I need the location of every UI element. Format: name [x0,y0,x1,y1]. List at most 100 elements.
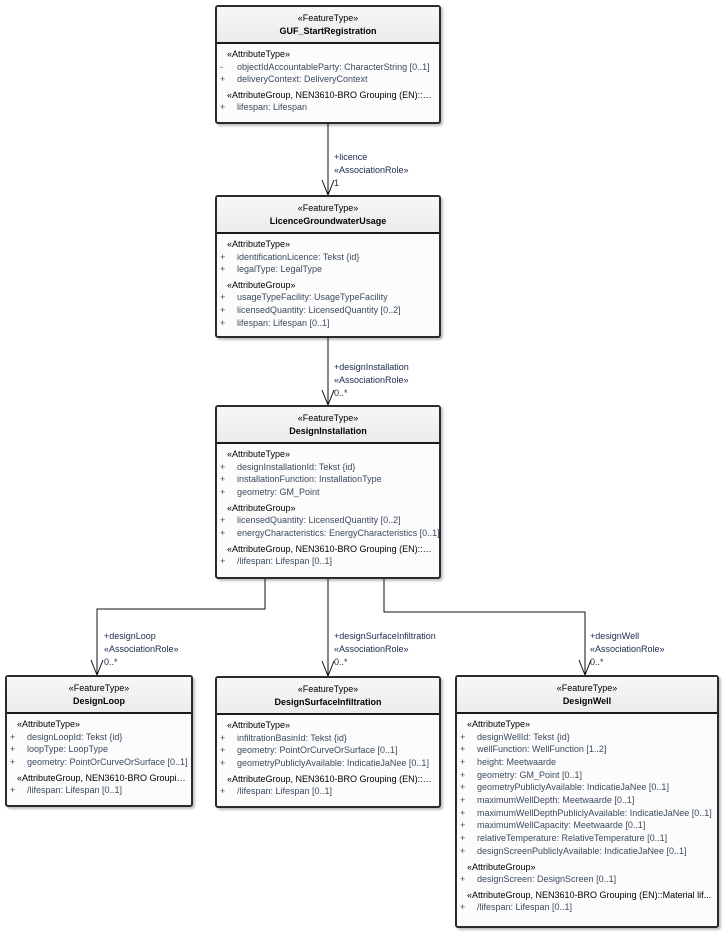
association-label-a4[interactable]: +designSurfaceInfiltration«AssociationRo… [334,630,436,669]
multiplicity: 0..* [590,657,604,667]
role-stereotype: «AssociationRole» [334,375,409,385]
class-box-well[interactable]: «FeatureType»DesignWell«AttributeType»+d… [455,675,719,928]
attribute-text: maximumWellDepthPubliclyAvailable: Indic… [477,807,712,818]
attribute-text: identificationLicence: Tekst {id} [237,251,360,262]
section-title: «AttributeGroup, NEN3610-BRO Grouping (E… [227,89,435,100]
association-label-a3[interactable]: +designLoop«AssociationRole»0..* [104,630,179,669]
attribute-row[interactable]: -objectIdAccountableParty: CharacterStri… [217,61,439,74]
attribute-text: /lifespan: Lifespan [0..1] [27,785,123,796]
class-box-licence[interactable]: «FeatureType» LicenceGroundwaterUsage «Att… [215,195,441,338]
class-stereotype: «FeatureType» [297,203,359,213]
attribute-row[interactable]: +geometry: GM_Point [0..1] [457,769,717,782]
multiplicity: 0..* [334,388,348,398]
attribute-text: licensedQuantity: LicensedQuantity [0..2… [237,305,401,316]
attribute-text: designWellId: Tekst {id} [477,731,570,742]
class-stereotype: «FeatureType» [556,683,618,693]
attribute-row[interactable]: +relativeTemperature: RelativeTemperatur… [457,832,717,845]
attribute-row[interactable]: +energyCharacteristics: EnergyCharacteri… [217,527,439,540]
section-title: «AttributeType» [227,449,291,459]
role-stereotype: «AssociationRole» [334,165,409,175]
attribute-row[interactable]: +licensedQuantity: LicensedQuantity [0..… [217,304,439,317]
visibility-marker: + [460,833,466,844]
visibility-marker: + [220,461,226,472]
visibility-marker: + [460,769,466,780]
visibility-marker: + [10,731,16,742]
association-line-design-surface-infiltration [321,578,335,678]
attribute-row[interactable]: +geometryPubliclyAvailable: IndicatieJaN… [217,757,439,770]
attribute-section: «AttributeType»+infiltrationBasinId: Tek… [217,719,439,770]
attribute-text: lifespan: Lifespan [0..1] [237,317,330,328]
attribute-row[interactable]: +geometry: GM_Point [217,486,439,499]
attribute-row[interactable]: +loopType: LoopType [7,743,191,756]
class-box-surf[interactable]: «FeatureType»DesignSurfaceInfiltration«A… [215,676,441,808]
visibility-marker: + [460,744,466,755]
visibility-marker: + [10,785,16,796]
attribute-section: «AttributeGroup»+licensedQuantity: Licen… [217,502,439,540]
role-name: +licence [334,152,368,162]
attribute-section: «AttributeType» +identificationLicence: T… [217,238,439,276]
attribute-row[interactable]: +designWellId: Tekst {id} [457,731,717,744]
attribute-text: lifespan: Lifespan [237,102,308,113]
visibility-marker: + [220,474,226,485]
section-title: «AttributeGroup» [467,861,536,872]
association-label-a2[interactable]: +designInstallation«AssociationRole»0..* [334,361,409,400]
attribute-text: /lifespan: Lifespan [0..1] [237,556,333,567]
attribute-row[interactable]: +/lifespan: Lifespan [0..1] [217,785,439,798]
attribute-row[interactable]: +geometryPubliclyAvailable: IndicatieJaN… [457,781,717,794]
visibility-marker: + [10,756,16,767]
attribute-row[interactable]: +usageTypeFacility: UsageTypeFacility [217,291,439,304]
visibility-marker: + [220,757,226,768]
class-body: «AttributeType»+infiltrationBasinId: Tek… [217,715,439,803]
multiplicity: 1 [334,178,340,188]
attribute-row[interactable]: +maximumWellDepthPubliclyAvailable: Indi… [457,807,717,820]
attribute-row[interactable]: +/lifespan: Lifespan [0..1] [457,901,717,914]
visibility-marker: + [220,74,226,85]
attribute-row[interactable]: +deliveryContext: DeliveryContext [217,73,439,86]
visibility-marker: + [460,795,466,806]
attribute-row[interactable]: +lifespan: Lifespan [0..1] [217,317,439,330]
attribute-text: infiltrationBasinId: Tekst {id} [237,732,347,743]
attribute-section: «AttributeGroup, NEN3610-BRO Groupin...+… [7,772,191,797]
class-box-loop[interactable]: «FeatureType»DesignLoop«AttributeType»+d… [5,675,193,807]
visibility-marker: + [220,515,226,526]
attribute-row[interactable]: + /lifespan: Lifespan [0..1] [7,784,191,797]
class-header: «FeatureType»GUF_StartRegistration [217,7,439,44]
attribute-section: «AttributeType»-objectIdAccountableParty… [217,48,439,86]
class-body: «AttributeType»+identificationLicence: T… [217,234,439,335]
attribute-row[interactable]: +height: Meetwaarde [457,756,717,769]
attribute-row[interactable]: +maximumWellDepth: Meetwaarde [0..1] [457,794,717,807]
attribute-row[interactable]: +infiltrationBasinId: Tekst {id} [217,732,439,745]
class-box-guf[interactable]: «FeatureType»GUF_StartRegistration «Attri… [215,5,441,124]
attribute-row[interactable]: +maximumWellCapacity: Meetwaarde [0..1] [457,819,717,832]
attribute-row[interactable]: +/lifespan: Lifespan [0..1] [217,555,439,568]
attribute-row[interactable]: +identificationLicence: Tekst {id} [217,251,439,264]
attribute-text: designLoopId: Tekst {id} [27,731,123,742]
attribute-row[interactable]: +designScreenPubliclyAvailable: Indicati… [457,845,717,858]
attribute-section: «AttributeGroup, NEN3610-BRO Grouping (E… [217,773,439,798]
visibility-marker: + [220,292,226,303]
section-title: «AttributeType» [227,239,291,249]
class-name: DesignLoop [73,696,125,706]
attribute-row[interactable]: +designInstallationId: Tekst {id} [217,461,439,474]
attribute-text: maximumWellCapacity: Meetwaarde [0..1] [477,820,646,831]
attribute-row[interactable]: +geometry: PointOrCurveOrSurface [0..1] [7,756,191,769]
association-label-a5[interactable]: +designWell«AssociationRole»0..* [590,630,665,669]
attribute-text: installationFunction: InstallationType [237,474,382,485]
attribute-row[interactable]: +legalType: LegalType [217,263,439,276]
attribute-row[interactable]: +geometry: PointOrCurveOrSurface [0..1] [217,744,439,757]
attribute-row[interactable]: +lifespan: Lifespan [217,101,439,114]
visibility-marker: + [460,782,466,793]
class-header: «FeatureType»DesignWell [457,677,717,714]
class-name: LicenceGroundwaterUsage [269,216,387,226]
attribute-row[interactable]: + licensedQuantity: LicensedQuantity [0..… [217,514,439,527]
attribute-row[interactable]: + designLoopId: Tekst {id} [7,731,191,744]
association-label-a1[interactable]: +licence «AssociationRole» 1 [334,151,409,190]
class-header: «FeatureType»DesignInstallation [217,407,439,444]
attribute-row[interactable]: +wellFunction: WellFunction [1..2] [457,743,717,756]
class-body: «AttributeType» +designInstallationId: Te… [217,444,439,573]
attribute-section: «AttributeGroup»+usageTypeFacility: Usag… [217,279,439,330]
attribute-row[interactable]: + installationFunction: InstallationType [217,473,439,486]
attribute-text: licensedQuantity: LicensedQuantity [0..2… [237,515,401,526]
class-box-install[interactable]: «FeatureType»DesignInstallation«Attribut… [215,405,441,579]
attribute-row[interactable]: +designScreen: DesignScreen [0..1] [457,873,717,886]
